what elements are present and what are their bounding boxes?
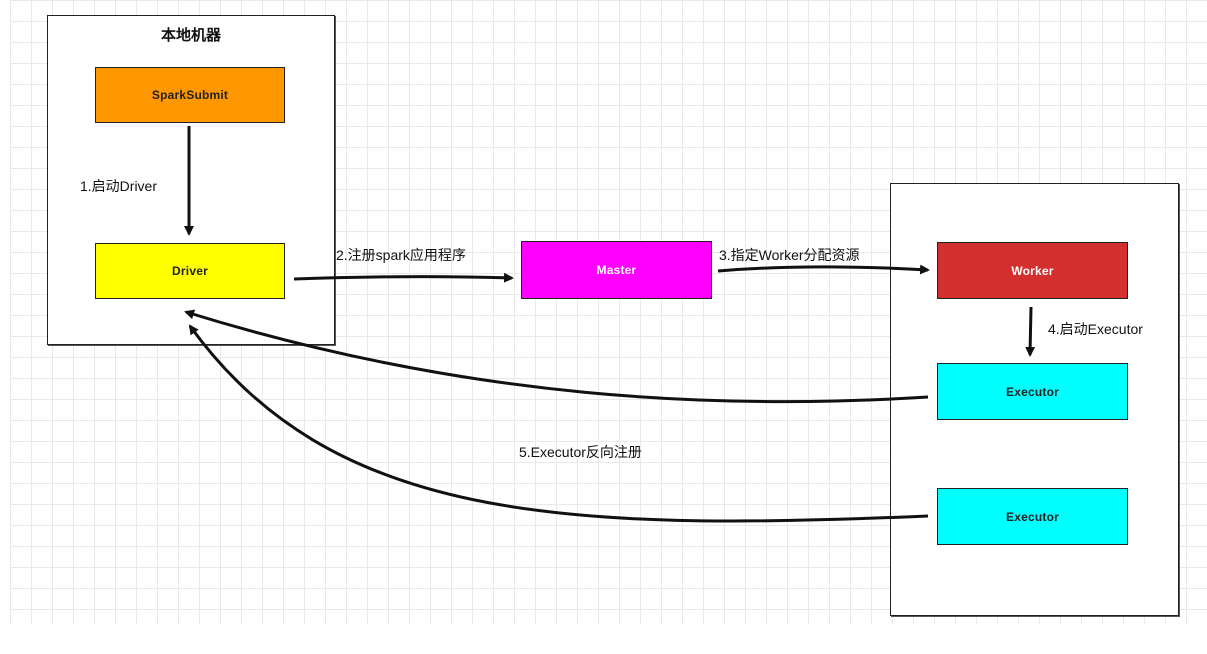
driver-label: Driver: [172, 264, 208, 278]
step1-label: 1.启动Driver: [80, 178, 158, 194]
sparksubmit-label: SparkSubmit: [151, 88, 229, 102]
executor-node-2[interactable]: Executor: [937, 488, 1128, 545]
executor-1-label: Executor: [1006, 384, 1059, 399]
driver-node[interactable]: Driver: [95, 243, 285, 299]
executor-node-1[interactable]: Executor: [937, 363, 1128, 420]
arrow-step5-b: [188, 324, 929, 523]
master-node[interactable]: Master: [521, 241, 712, 299]
step2-label: 2.注册spark应用程序: [336, 247, 466, 263]
local-machine-title: 本地机器: [160, 27, 221, 44]
step4-label: 4.启动Executor: [1048, 321, 1143, 337]
executor-2-label: Executor: [1006, 509, 1059, 524]
sparksubmit-node[interactable]: SparkSubmit: [95, 67, 285, 123]
arrow-step2: [293, 272, 514, 283]
step3-label: 3.指定Worker分配资源: [719, 247, 860, 263]
arrow-step3: [717, 264, 930, 275]
arrow-step4: [1025, 306, 1036, 357]
step5-label: 5.Executor反向注册: [519, 444, 642, 460]
master-label: Master: [596, 263, 637, 277]
worker-label: Worker: [1011, 263, 1054, 278]
arrow-step5-a: [184, 309, 929, 404]
worker-node[interactable]: Worker: [937, 242, 1128, 299]
